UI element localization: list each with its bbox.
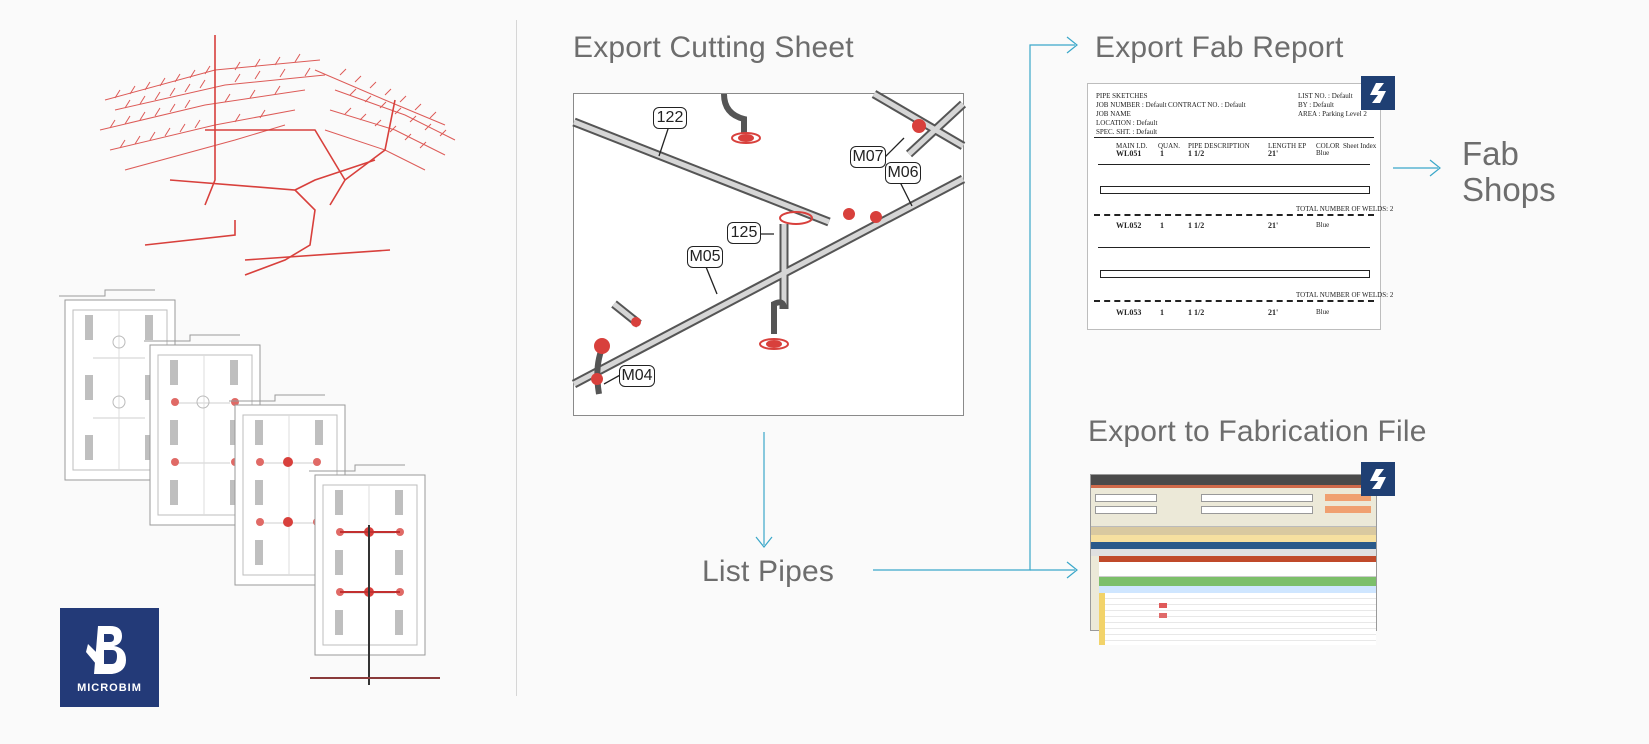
heading-fab-report: Export Fab Report (1095, 31, 1344, 64)
pipe-label-122: 122 (653, 107, 687, 129)
pipe-label-m04: M04 (619, 365, 655, 387)
report-header-right: LIST NO. : Default BY : Default AREA : P… (1298, 92, 1367, 118)
floor-plans-drawing (58, 289, 440, 685)
microbim-logo: MICROBIM (60, 608, 159, 707)
heading-cutting-sheet: Export Cutting Sheet (573, 31, 854, 64)
microbim-mark-icon (85, 625, 126, 674)
report-header-left: PIPE SKETCHES JOB NUMBER : Default JOB N… (1096, 92, 1167, 136)
fab-report-badge (1361, 76, 1395, 110)
heading-list-pipes: List Pipes (702, 555, 835, 588)
cutting-sheet-drawing (571, 90, 967, 395)
cutting-sheet-figure: 122 M07 M06 125 M05 M04 (571, 90, 967, 416)
heading-fabrication-file: Export to Fabrication File (1088, 415, 1427, 448)
report-total-2: TOTAL NUMBER OF WELDS: 2 (1296, 291, 1394, 299)
report-mark-1: WL051 (1116, 149, 1142, 158)
fabrication-file-badge (1361, 462, 1395, 496)
report-mark-3: WL053 (1116, 308, 1142, 317)
pipe-label-125: 125 (727, 222, 761, 244)
pipe-label-m05: M05 (687, 246, 723, 268)
fabrication-file-screenshot (1090, 474, 1377, 645)
pipe-label-m06: M06 (885, 162, 921, 184)
heading-fab-shops: Fab Shops (1462, 135, 1556, 208)
report-total-1: TOTAL NUMBER OF WELDS: 2 (1296, 205, 1394, 213)
fabrication-logo-icon (1370, 83, 1386, 103)
report-header-mid: CONTRACT NO. : Default (1168, 101, 1246, 109)
arrow-to-fab-report (873, 44, 1075, 571)
report-mark-2: WL052 (1116, 221, 1142, 230)
fab-report-document: PIPE SKETCHES JOB NUMBER : Default JOB N… (1087, 83, 1393, 330)
isometric-pipe-drawing (99, 35, 456, 276)
fabrication-logo-icon (1370, 469, 1386, 489)
section-divider (516, 20, 517, 696)
pipe-label-m07: M07 (850, 146, 886, 168)
logo-text: MICROBIM (77, 681, 142, 694)
